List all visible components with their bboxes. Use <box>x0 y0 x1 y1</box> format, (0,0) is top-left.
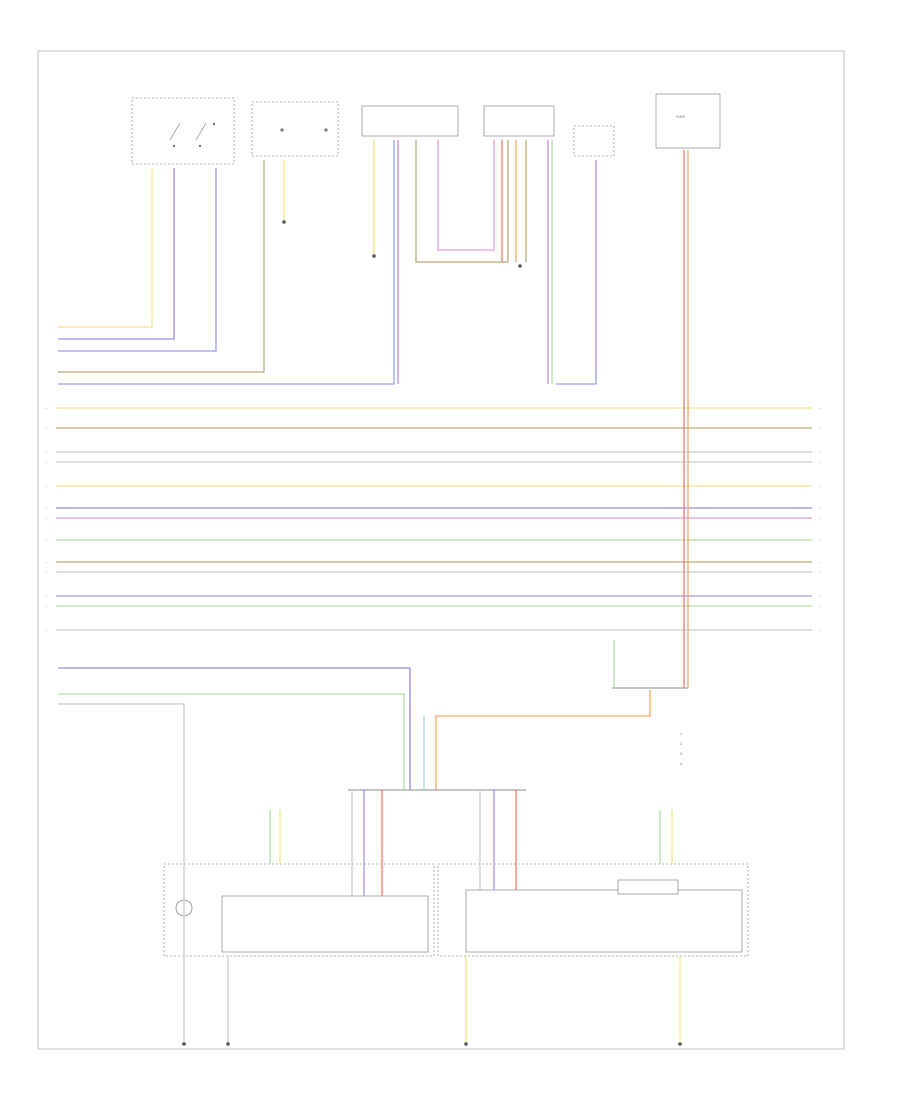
diagram-frame <box>37 50 845 1050</box>
legend-number-2: 2 <box>680 742 682 746</box>
ground-point-5 <box>226 1042 230 1046</box>
bus-wire-end-10-right: • <box>820 572 822 575</box>
bus-wire-end-1-right: • <box>820 408 822 411</box>
legend: 1 2 3 4 <box>680 732 682 766</box>
svg-text:FUSE: FUSE <box>676 115 685 119</box>
bus-wire-end-13-left: • <box>46 630 48 633</box>
component-headlamp-control-module <box>361 105 459 137</box>
wire-switch-blue <box>58 168 217 352</box>
component-combination-switch <box>251 101 339 157</box>
wire-module-blue <box>58 140 395 385</box>
ground-points <box>182 220 682 1046</box>
component-steering-column-switch <box>131 97 235 165</box>
bus-wire-end-3-left: • <box>46 452 48 455</box>
ground-point-3 <box>518 264 522 268</box>
bus-wire-end-13-right: • <box>820 630 822 633</box>
wire-combo-brown <box>58 160 265 373</box>
component-light-sensor <box>573 125 615 157</box>
wire-lower-green <box>58 693 405 790</box>
bus-wire-end-12-left: • <box>46 606 48 609</box>
bus-wire-end-1-left: • <box>46 408 48 411</box>
bus-wire-end-7-right: • <box>820 518 822 521</box>
wire-switch-yellow <box>58 168 153 328</box>
component-fuse-block: FUSE <box>655 93 721 149</box>
ground-point-4 <box>182 1042 186 1046</box>
wire-splice-orange <box>435 690 651 790</box>
component-right-headlamp <box>437 863 749 957</box>
legend-number-1: 1 <box>680 732 682 736</box>
bus-wire-end-11-left: • <box>46 596 48 599</box>
wire-lower-violet <box>58 667 411 790</box>
wire-loop-pink <box>437 140 495 251</box>
bus-wire-end-8-right: • <box>820 540 822 543</box>
bus-wire-end-7-left: • <box>46 518 48 521</box>
ground-point-2 <box>372 254 376 258</box>
bus-wire-end-11-right: • <box>820 596 822 599</box>
wire-loop-brown <box>415 140 509 263</box>
ground-point-6 <box>464 1042 468 1046</box>
component-control-connector <box>483 105 555 137</box>
bus-wire-end-10-left: • <box>46 572 48 575</box>
bus-wire-end-12-right: • <box>820 606 822 609</box>
bus-wire-end-3-right: • <box>820 452 822 455</box>
component-left-headlamp <box>163 863 435 957</box>
bus-wire-end-4-right: • <box>820 462 822 465</box>
ground-point-1 <box>282 220 286 224</box>
bus-wire-end-9-left: • <box>46 562 48 565</box>
bus-wire-end-4-left: • <box>46 462 48 465</box>
bus-wire-end-6-right: • <box>820 508 822 511</box>
ground-point-7 <box>678 1042 682 1046</box>
bus-wire-end-8-left: • <box>46 540 48 543</box>
bus-wire-end-5-left: • <box>46 486 48 489</box>
bus-wire-end-9-right: • <box>820 562 822 565</box>
legend-number-3: 3 <box>680 752 682 756</box>
wire-sensor-blue <box>556 160 597 385</box>
bus-wire-end-2-left: • <box>46 428 48 431</box>
bus-wire-end-5-right: • <box>820 486 822 489</box>
wires: • • • • • • • • • • • • • • • • • • • • • • • • • • <box>46 140 822 1042</box>
legend-number-4: 4 <box>680 762 682 766</box>
wire-switch-violet <box>58 168 175 340</box>
wire-lower-grey <box>58 703 185 1042</box>
bus-wire-end-6-left: • <box>46 508 48 511</box>
bus-wire-end-2-right: • <box>820 428 822 431</box>
